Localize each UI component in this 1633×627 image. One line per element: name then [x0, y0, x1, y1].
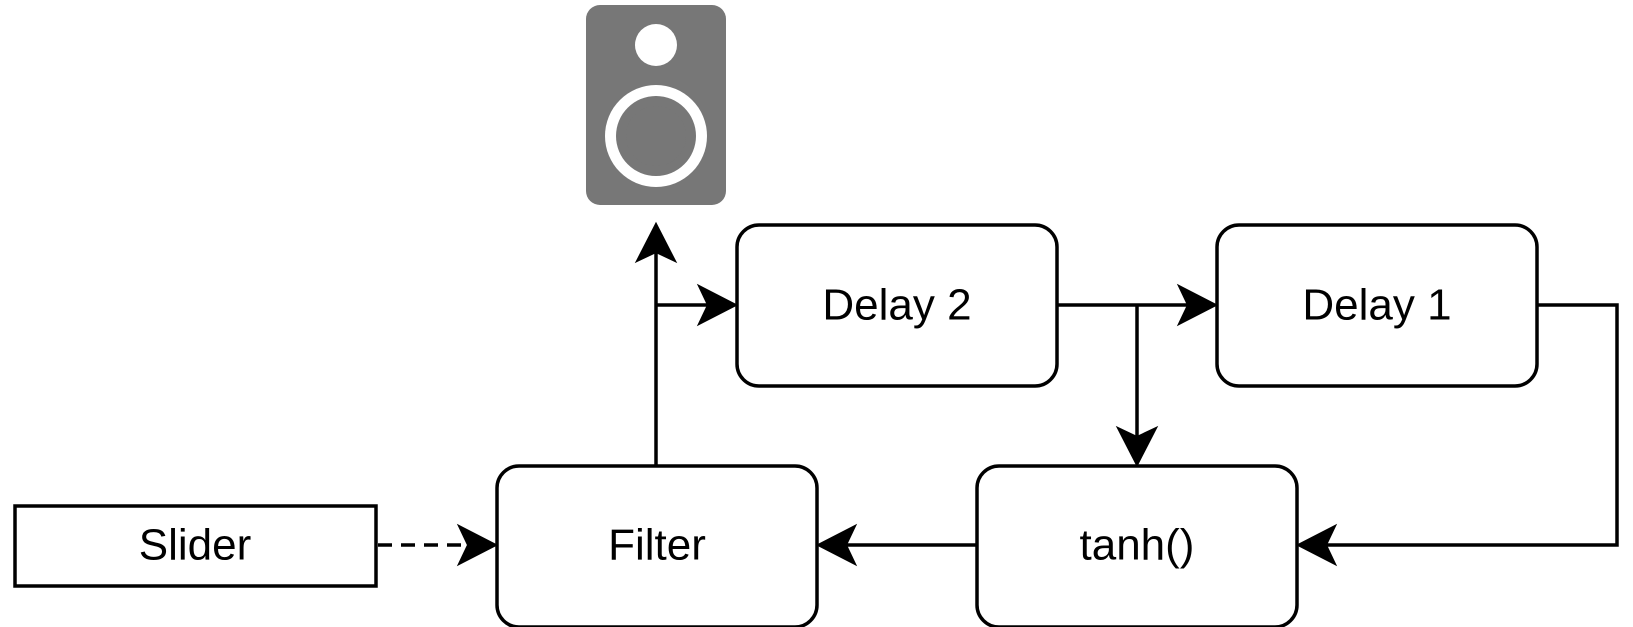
node-slider[interactable]: Slider — [13, 504, 378, 588]
edge-delay-1-to-tanh-line — [1326, 303, 1619, 547]
node-delay-2[interactable]: Delay 2 — [735, 223, 1059, 388]
node-slider-box — [13, 504, 378, 588]
edge-delay-2-to-tanh — [1115, 305, 1159, 468]
edge-filter-to-speaker — [634, 221, 678, 465]
speaker-tweeter — [635, 24, 677, 66]
edge-filter-to-delay-2-arrowhead — [696, 283, 739, 327]
edge-delay-2-to-delay-1 — [1057, 283, 1219, 327]
edge-delay-1-to-tanh-arrowhead — [1295, 523, 1338, 567]
edge-slider-to-filter-arrowhead — [456, 523, 499, 567]
edge-delay-2-to-tanh-arrowhead — [1115, 425, 1159, 468]
edge-filter-to-delay-2 — [656, 283, 739, 327]
node-delay-2-label: Delay 2 — [822, 281, 971, 330]
edge-tanh-to-filter-arrowhead — [815, 523, 858, 567]
edge-delay-1-to-tanh — [1295, 303, 1619, 567]
edge-tanh-to-filter — [815, 523, 977, 567]
node-filter-box — [495, 464, 819, 627]
edge-slider-to-filter — [378, 523, 499, 567]
node-slider-label: Slider — [139, 521, 252, 570]
edge-filter-to-speaker-arrowhead — [634, 221, 678, 264]
node-filter[interactable]: Filter — [495, 464, 819, 627]
node-tanh-label: tanh() — [1080, 521, 1195, 570]
node-tanh[interactable]: tanh() — [975, 464, 1299, 627]
speaker-woofer-cone — [626, 106, 686, 166]
node-delay-1-label: Delay 1 — [1302, 281, 1451, 330]
node-delay-1[interactable]: Delay 1 — [1215, 223, 1539, 388]
speaker-icon — [586, 5, 726, 205]
edge-delay-2-to-delay-1-arrowhead — [1176, 283, 1219, 327]
node-filter-label: Filter — [608, 521, 706, 570]
